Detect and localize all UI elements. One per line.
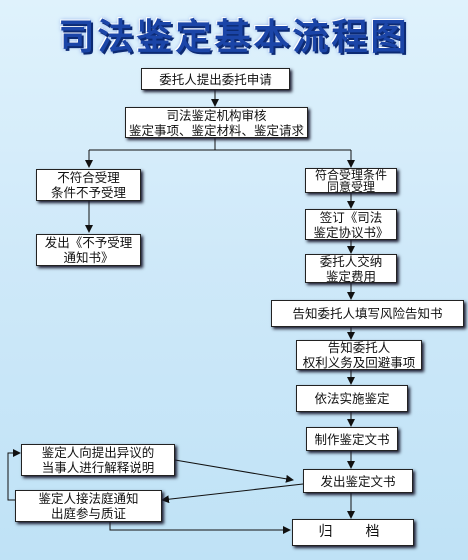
flow-step-reject-notice: 发出《不予受理 通知书》: [36, 234, 141, 266]
flow-step-text: 制作鉴定文书: [314, 431, 390, 447]
flow-step-issue-document: 发出鉴定文书: [303, 469, 413, 493]
page-title: 司法鉴定基本流程图: [58, 17, 410, 58]
flow-step-submit: 委托人提出委托申请: [141, 68, 290, 90]
flow-step-reject: 不符合受理 条件不予受理: [36, 169, 141, 201]
flow-step-text: 鉴定费用: [325, 268, 376, 284]
connector-explain-issue: [174, 459, 294, 483]
connector-left-loop: [7, 449, 21, 501]
flow-step-accept: 符合受理条件 同意受理: [305, 168, 397, 193]
connector-court-archive: [109, 522, 291, 534]
flow-step-archive: 归 档: [292, 519, 414, 546]
flow-step-text: 司法鉴定机构审核: [166, 107, 267, 123]
flow-step-explain: 鉴定人向提出异议的 当事人进行解释说明: [21, 444, 175, 476]
flow-step-text: 签订《司法: [319, 209, 383, 225]
flow-step-text: 鉴定协议书》: [313, 224, 389, 240]
connector-issue-court: [161, 483, 304, 504]
flow-step-perform: 依法实施鉴定: [296, 385, 408, 412]
flow-step-text: 归 档: [318, 524, 388, 540]
flow-step-text: 鉴定人接法庭通知: [38, 491, 139, 506]
flow-step-pay-fee: 委托人交纳 鉴定费用: [305, 253, 397, 284]
flow-step-text: 委托人提出委托申请: [159, 71, 272, 87]
flow-step-text: 发出鉴定文书: [320, 473, 396, 489]
flow-step-court: 鉴定人接法庭通知 出庭参与质证: [15, 490, 162, 522]
flow-step-text: 依法实施鉴定: [314, 391, 390, 406]
flow-step-text: 发出《不予受理: [44, 235, 133, 250]
flow-step-text: 同意受理: [326, 179, 375, 194]
flow-step-rights-notice: 告知委托人 权利义务及回避事项: [296, 340, 422, 370]
flow-step-risk-notice: 告知委托人填写风险告知书: [271, 300, 464, 327]
flow-step-text: 条件不予受理: [50, 185, 126, 200]
flow-step-text: 委托人交纳: [319, 253, 383, 269]
flow-step-text: 不符合受理: [57, 170, 120, 185]
flow-step-agreement: 签订《司法 鉴定协议书》: [305, 209, 397, 240]
flow-step-text: 当事人进行解释说明: [41, 460, 155, 475]
flow-step-text: 鉴定事项、鉴定材料、鉴定请求: [128, 122, 304, 138]
flow-step-review: 司法鉴定机构审核 鉴定事项、鉴定材料、鉴定请求: [125, 107, 308, 138]
flow-step-text: 符合受理条件: [314, 167, 387, 182]
flow-step-text: 通知书》: [63, 250, 114, 265]
flow-step-text: 鉴定人向提出异议的: [41, 445, 155, 460]
flow-step-text: 出庭参与质证: [50, 506, 126, 521]
flow-step-text: 告知委托人: [327, 340, 391, 355]
flow-step-text: 权利义务及回避事项: [302, 355, 416, 370]
flow-step-make-document: 制作鉴定文书: [306, 427, 398, 451]
flow-step-text: 告知委托人填写风险告知书: [292, 306, 443, 321]
